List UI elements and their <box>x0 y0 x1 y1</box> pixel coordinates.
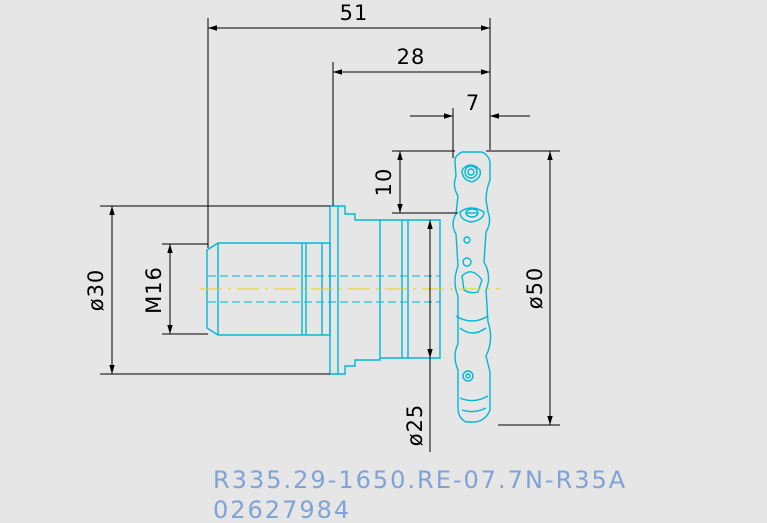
dim-overall-length: 51 <box>340 1 369 25</box>
part-code: R335.29-1650.RE-07.7N-R35A <box>213 466 627 494</box>
part-number: 02627984 <box>213 496 351 523</box>
dimensions <box>100 18 560 452</box>
dim-cutter-width: 7 <box>466 91 480 115</box>
part-outline <box>206 151 492 423</box>
dim-cutter-diameter: ø50 <box>523 267 547 310</box>
dim-thread: M16 <box>142 266 166 314</box>
dim-shank-diameter: ø30 <box>84 269 108 312</box>
dim-neck-diameter: ø25 <box>403 404 427 447</box>
centerline <box>200 275 500 303</box>
dim-body-length: 28 <box>397 45 426 69</box>
cutter-disc <box>452 151 492 423</box>
body <box>329 205 381 375</box>
dim-offset: 10 <box>372 168 396 197</box>
